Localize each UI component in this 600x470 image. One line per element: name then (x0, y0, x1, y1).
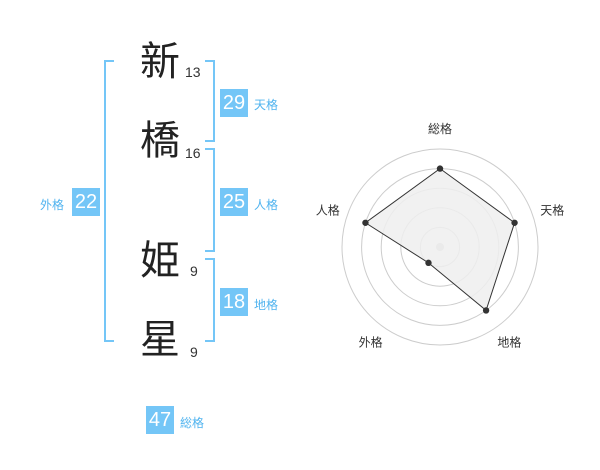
radar-point-2 (511, 219, 518, 226)
radar-axis-label-3: 地格 (497, 334, 521, 349)
radar-shape (364, 167, 516, 312)
name-char-3: 姫 (140, 238, 180, 284)
chikaku-label: 地格 (254, 298, 279, 312)
chikaku-value: 18 (220, 288, 248, 316)
stroke-count-3: 9 (190, 263, 198, 279)
radar-point-5 (362, 219, 369, 226)
jinkaku-value: 25 (220, 188, 248, 216)
stroke-count-4: 9 (190, 344, 198, 360)
radar-point-1 (436, 165, 444, 172)
chikaku-bracket (205, 258, 215, 342)
tenkaku-bracket (205, 60, 215, 142)
radar-axis-label-1: 総格 (428, 121, 452, 136)
gaikaku-bracket (104, 60, 114, 342)
radar-point-4 (425, 259, 432, 267)
jinkaku-bracket (205, 148, 215, 252)
tenkaku-value: 29 (220, 89, 248, 117)
radar-point-3 (482, 307, 490, 314)
soukaku-label: 総格 (180, 416, 205, 430)
tenkaku-label: 天格 (254, 98, 279, 112)
radar-axis-label-5: 人格 (316, 203, 340, 218)
stroke-count-2: 16 (185, 145, 201, 161)
radar-ring (341, 148, 539, 346)
gaikaku-value: 22 (72, 188, 100, 216)
radar-axis-label-4: 外格 (359, 334, 383, 349)
soukaku-value: 47 (146, 406, 174, 434)
name-char-1: 新 (140, 39, 180, 85)
gaikaku-label: 外格 (40, 198, 65, 212)
jinkaku-label: 人格 (254, 198, 279, 212)
stroke-count-1: 13 (185, 64, 201, 80)
radar-axis-label-2: 天格 (540, 203, 564, 218)
radar-points (362, 165, 518, 314)
name-char-2: 橋 (140, 118, 180, 164)
name-char-4: 星 (140, 317, 180, 363)
